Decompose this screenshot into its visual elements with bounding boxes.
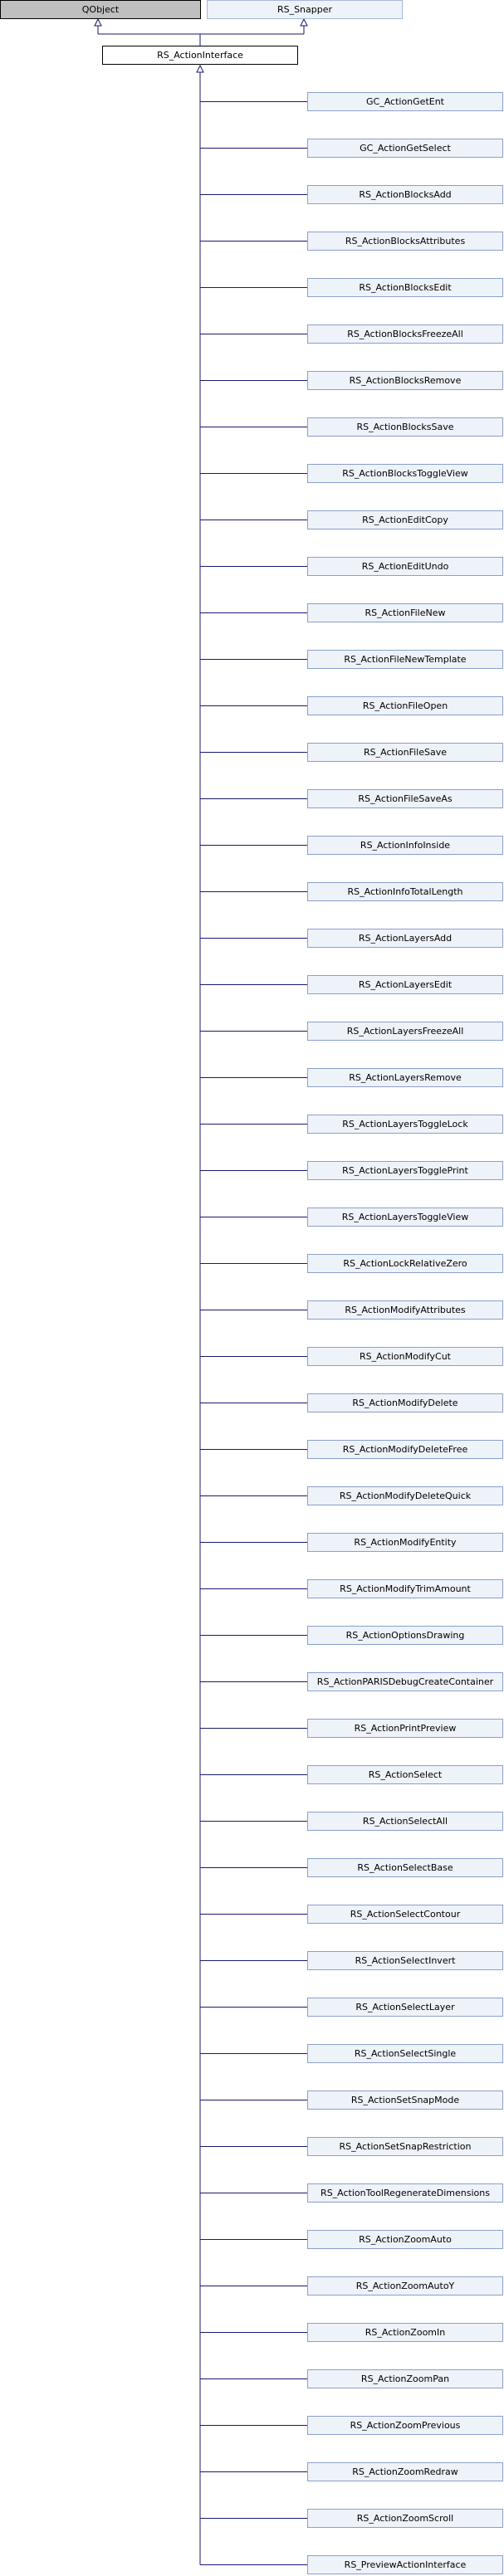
class-node-rs-actioninterface[interactable]: RS_ActionInterface <box>102 46 298 65</box>
class-node-rs-actionblocksattributes[interactable]: RS_ActionBlocksAttributes <box>307 232 503 251</box>
class-node-rs-actionsetsnapmode[interactable]: RS_ActionSetSnapMode <box>307 2091 503 2110</box>
class-node-rs-actionzoomautoy[interactable]: RS_ActionZoomAutoY <box>307 2276 503 2295</box>
class-node-rs-actionzoomscroll[interactable]: RS_ActionZoomScroll <box>307 2509 503 2528</box>
class-node-rs-actionblocksedit[interactable]: RS_ActionBlocksEdit <box>307 278 503 297</box>
class-node-rs-previewactioninterface[interactable]: RS_PreviewActionInterface <box>307 2555 503 2574</box>
class-node-rs-actionlayerstoggleview[interactable]: RS_ActionLayersToggleView <box>307 1208 503 1227</box>
class-node-rs-actionfileopen[interactable]: RS_ActionFileOpen <box>307 696 503 715</box>
arrow-to-rs-snapper <box>300 17 308 27</box>
class-node-qobject[interactable]: QObject <box>0 0 201 19</box>
class-node-rs-actionblocksremove[interactable]: RS_ActionBlocksRemove <box>307 371 503 390</box>
class-node-rs-actioninfoinside[interactable]: RS_ActionInfoInside <box>307 836 503 855</box>
class-node-rs-actioninfototallength[interactable]: RS_ActionInfoTotalLength <box>307 882 503 901</box>
class-node-rs-actionlayerstogglelock[interactable]: RS_ActionLayersToggleLock <box>307 1115 503 1134</box>
class-node-rs-actionzoomin[interactable]: RS_ActionZoomIn <box>307 2323 503 2342</box>
class-node-rs-actionzoomredraw[interactable]: RS_ActionZoomRedraw <box>307 2462 503 2481</box>
class-node-rs-actionlayerstoggleprint[interactable]: RS_ActionLayersTogglePrint <box>307 1161 503 1180</box>
class-node-rs-actionselectlayer[interactable]: RS_ActionSelectLayer <box>307 1998 503 2017</box>
class-node-rs-actionselectall[interactable]: RS_ActionSelectAll <box>307 1812 503 1831</box>
class-node-rs-actionblockstoggleview[interactable]: RS_ActionBlocksToggleView <box>307 464 503 483</box>
class-node-rs-actionblockssave[interactable]: RS_ActionBlocksSave <box>307 417 503 437</box>
class-node-rs-actionblocksfreezeall[interactable]: RS_ActionBlocksFreezeAll <box>307 324 503 344</box>
class-node-rs-actionmodifydelete[interactable]: RS_ActionModifyDelete <box>307 1393 503 1412</box>
class-node-rs-actioneditundo[interactable]: RS_ActionEditUndo <box>307 557 503 576</box>
class-node-rs-actionlockrelativezero[interactable]: RS_ActionLockRelativeZero <box>307 1254 503 1273</box>
class-node-rs-actionfilesaveas[interactable]: RS_ActionFileSaveAs <box>307 789 503 808</box>
class-node-rs-actionblocksadd[interactable]: RS_ActionBlocksAdd <box>307 185 503 204</box>
class-node-rs-actionfilesave[interactable]: RS_ActionFileSave <box>307 743 503 762</box>
class-node-rs-actionmodifyentity[interactable]: RS_ActionModifyEntity <box>307 1533 503 1552</box>
arrow-to-qobject <box>94 17 102 27</box>
class-node-rs-actionprintpreview[interactable]: RS_ActionPrintPreview <box>307 1719 503 1738</box>
class-node-rs-actionlayersadd[interactable]: RS_ActionLayersAdd <box>307 929 503 948</box>
class-node-rs-actionselectsingle[interactable]: RS_ActionSelectSingle <box>307 2044 503 2063</box>
class-node-rs-actionfilenew[interactable]: RS_ActionFileNew <box>307 603 503 622</box>
arrow-to-rs-actioninterface <box>196 64 204 73</box>
class-node-gc-actiongetent[interactable]: GC_ActionGetEnt <box>307 92 503 111</box>
class-node-rs-actionselectcontour[interactable]: RS_ActionSelectContour <box>307 1905 503 1924</box>
class-node-rs-actionzoompan[interactable]: RS_ActionZoomPan <box>307 2369 503 2388</box>
class-node-rs-actiontoolregeneratedimensions[interactable]: RS_ActionToolRegenerateDimensions <box>307 2183 503 2203</box>
class-node-rs-actionoptionsdrawing[interactable]: RS_ActionOptionsDrawing <box>307 1626 503 1645</box>
class-node-rs-actionzoomauto[interactable]: RS_ActionZoomAuto <box>307 2230 503 2249</box>
class-node-rs-actionmodifydeletequick[interactable]: RS_ActionModifyDeleteQuick <box>307 1486 503 1505</box>
class-node-rs-actionfilenewtemplate[interactable]: RS_ActionFileNewTemplate <box>307 650 503 669</box>
class-node-rs-actionlayersedit[interactable]: RS_ActionLayersEdit <box>307 975 503 994</box>
class-node-rs-actionlayersfreezeall[interactable]: RS_ActionLayersFreezeAll <box>307 1022 503 1041</box>
class-node-rs-actionselectinvert[interactable]: RS_ActionSelectInvert <box>307 1951 503 1970</box>
class-node-rs-actionparisdebugcreatecontainer[interactable]: RS_ActionPARISDebugCreateContainer <box>307 1672 503 1691</box>
class-node-gc-actiongetselect[interactable]: GC_ActionGetSelect <box>307 139 503 158</box>
class-node-rs-actionlayersremove[interactable]: RS_ActionLayersRemove <box>307 1068 503 1087</box>
class-node-rs-actionmodifyattributes[interactable]: RS_ActionModifyAttributes <box>307 1300 503 1320</box>
class-node-rs-actionmodifydeletefree[interactable]: RS_ActionModifyDeleteFree <box>307 1440 503 1459</box>
class-node-rs-actionselectbase[interactable]: RS_ActionSelectBase <box>307 1858 503 1877</box>
class-node-rs-snapper[interactable]: RS_Snapper <box>207 0 403 19</box>
class-node-rs-actionzoomprevious[interactable]: RS_ActionZoomPrevious <box>307 2416 503 2435</box>
class-node-rs-actionselect[interactable]: RS_ActionSelect <box>307 1765 503 1784</box>
class-node-rs-actionsetsnaprestriction[interactable]: RS_ActionSetSnapRestriction <box>307 2137 503 2156</box>
class-node-rs-actioneditcopy[interactable]: RS_ActionEditCopy <box>307 510 503 529</box>
class-node-rs-actionmodifytrimamount[interactable]: RS_ActionModifyTrimAmount <box>307 1579 503 1598</box>
class-node-rs-actionmodifycut[interactable]: RS_ActionModifyCut <box>307 1347 503 1366</box>
